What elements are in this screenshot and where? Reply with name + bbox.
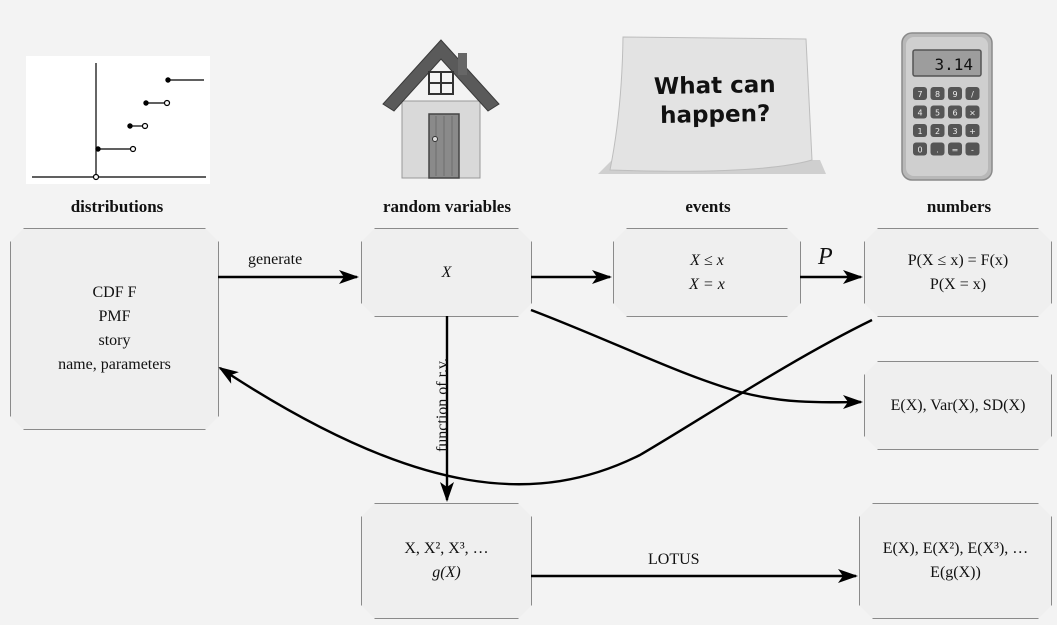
calculator-key: 2 (930, 124, 945, 137)
calculator-display: 3.14 (934, 55, 973, 74)
svg-text:8: 8 (935, 90, 940, 99)
arrow-numbers-to-distributions (218, 318, 873, 486)
calculator-key: 0 (913, 142, 927, 156)
random-variable-x: X (441, 263, 452, 281)
svg-text:1: 1 (917, 127, 922, 136)
svg-text:3: 3 (952, 127, 957, 136)
svg-text:2: 2 (935, 127, 940, 136)
events-box: X ≤ x X = x (613, 228, 801, 317)
label-p: P (818, 244, 833, 270)
calculator-key: + (965, 124, 980, 137)
svg-text:6: 6 (952, 109, 957, 118)
distribution-item-name-parameters: name, parameters (58, 356, 171, 373)
cdf-label: CDF F (92, 284, 137, 301)
probabilities-box: P(X ≤ x) = F(x) P(X = x) (864, 228, 1052, 317)
lotus-moments: E(X), E(X²), E(X³), … (882, 540, 1029, 557)
functions-g-of-x: g(X) (432, 564, 461, 581)
svg-text:9: 9 (952, 90, 957, 99)
svg-text:0: 0 (917, 146, 922, 155)
expectations-box: E(X), Var(X), SD(X) (864, 361, 1052, 450)
probability-pmf: P(X = x) (929, 275, 987, 293)
svg-text:.: . (936, 146, 939, 155)
calculator-key: 8 (930, 87, 945, 100)
calculator-key: × (965, 105, 980, 119)
calculator-key: / (965, 87, 980, 100)
svg-text:7: 7 (917, 90, 922, 99)
sticky-note-line-1: What can (653, 71, 776, 101)
functions-powers: X, X², X³, … (404, 540, 489, 557)
label-function-of-rv: function of r.v. (434, 357, 451, 453)
header-random-variables: random variables (383, 197, 511, 216)
calculator-key: 9 (948, 87, 962, 100)
distribution-item-story: story (98, 332, 131, 349)
calculator-key: 3 (948, 124, 962, 137)
lotus-results-box: E(X), E(X²), E(X³), … E(g(X)) (859, 503, 1052, 619)
arrow-rv-to-expectations (530, 308, 863, 410)
svg-text:+: + (969, 127, 976, 136)
distribution-item-pmf: PMF (98, 308, 131, 325)
svg-text:5: 5 (935, 109, 940, 118)
sticky-note-line-2: happen? (659, 101, 771, 129)
svg-text:4: 4 (917, 109, 922, 118)
distribution-item-cdf: CDF F (92, 281, 136, 305)
sticky-note-text: What can happen? (640, 71, 791, 132)
functions-box: X, X², X³, … g(X) (361, 503, 532, 619)
probability-cdf: P(X ≤ x) = F(x) (907, 251, 1009, 269)
distributions-box: CDF F PMF story name, parameters (10, 228, 219, 430)
calculator-key: - (965, 142, 980, 156)
label-lotus: LOTUS (648, 551, 700, 568)
calculator-key: 6 (948, 105, 962, 119)
calculator-key: 4 (913, 105, 927, 119)
header-distributions: distributions (70, 197, 164, 216)
calculator-key: . (930, 142, 945, 156)
random-variable-box: X (361, 228, 532, 317)
calculator-key: 5 (930, 105, 945, 119)
lotus-g-expectation: E(g(X)) (930, 564, 981, 581)
calculator-key: 1 (913, 124, 927, 137)
calculator-key: 7 (913, 87, 927, 100)
expectation-var-sd: E(X), Var(X), SD(X) (890, 396, 1026, 414)
svg-text:=: = (952, 146, 959, 155)
svg-text:-: - (971, 146, 974, 155)
label-generate: generate (248, 251, 303, 268)
event-x-le-x: X ≤ x (690, 251, 724, 269)
calculator-key: = (948, 142, 962, 156)
event-x-eq-x: X = x (689, 275, 725, 293)
svg-text:×: × (969, 109, 976, 118)
svg-text:/: / (971, 90, 974, 99)
header-events: events (685, 197, 731, 216)
header-numbers: numbers (926, 197, 992, 216)
